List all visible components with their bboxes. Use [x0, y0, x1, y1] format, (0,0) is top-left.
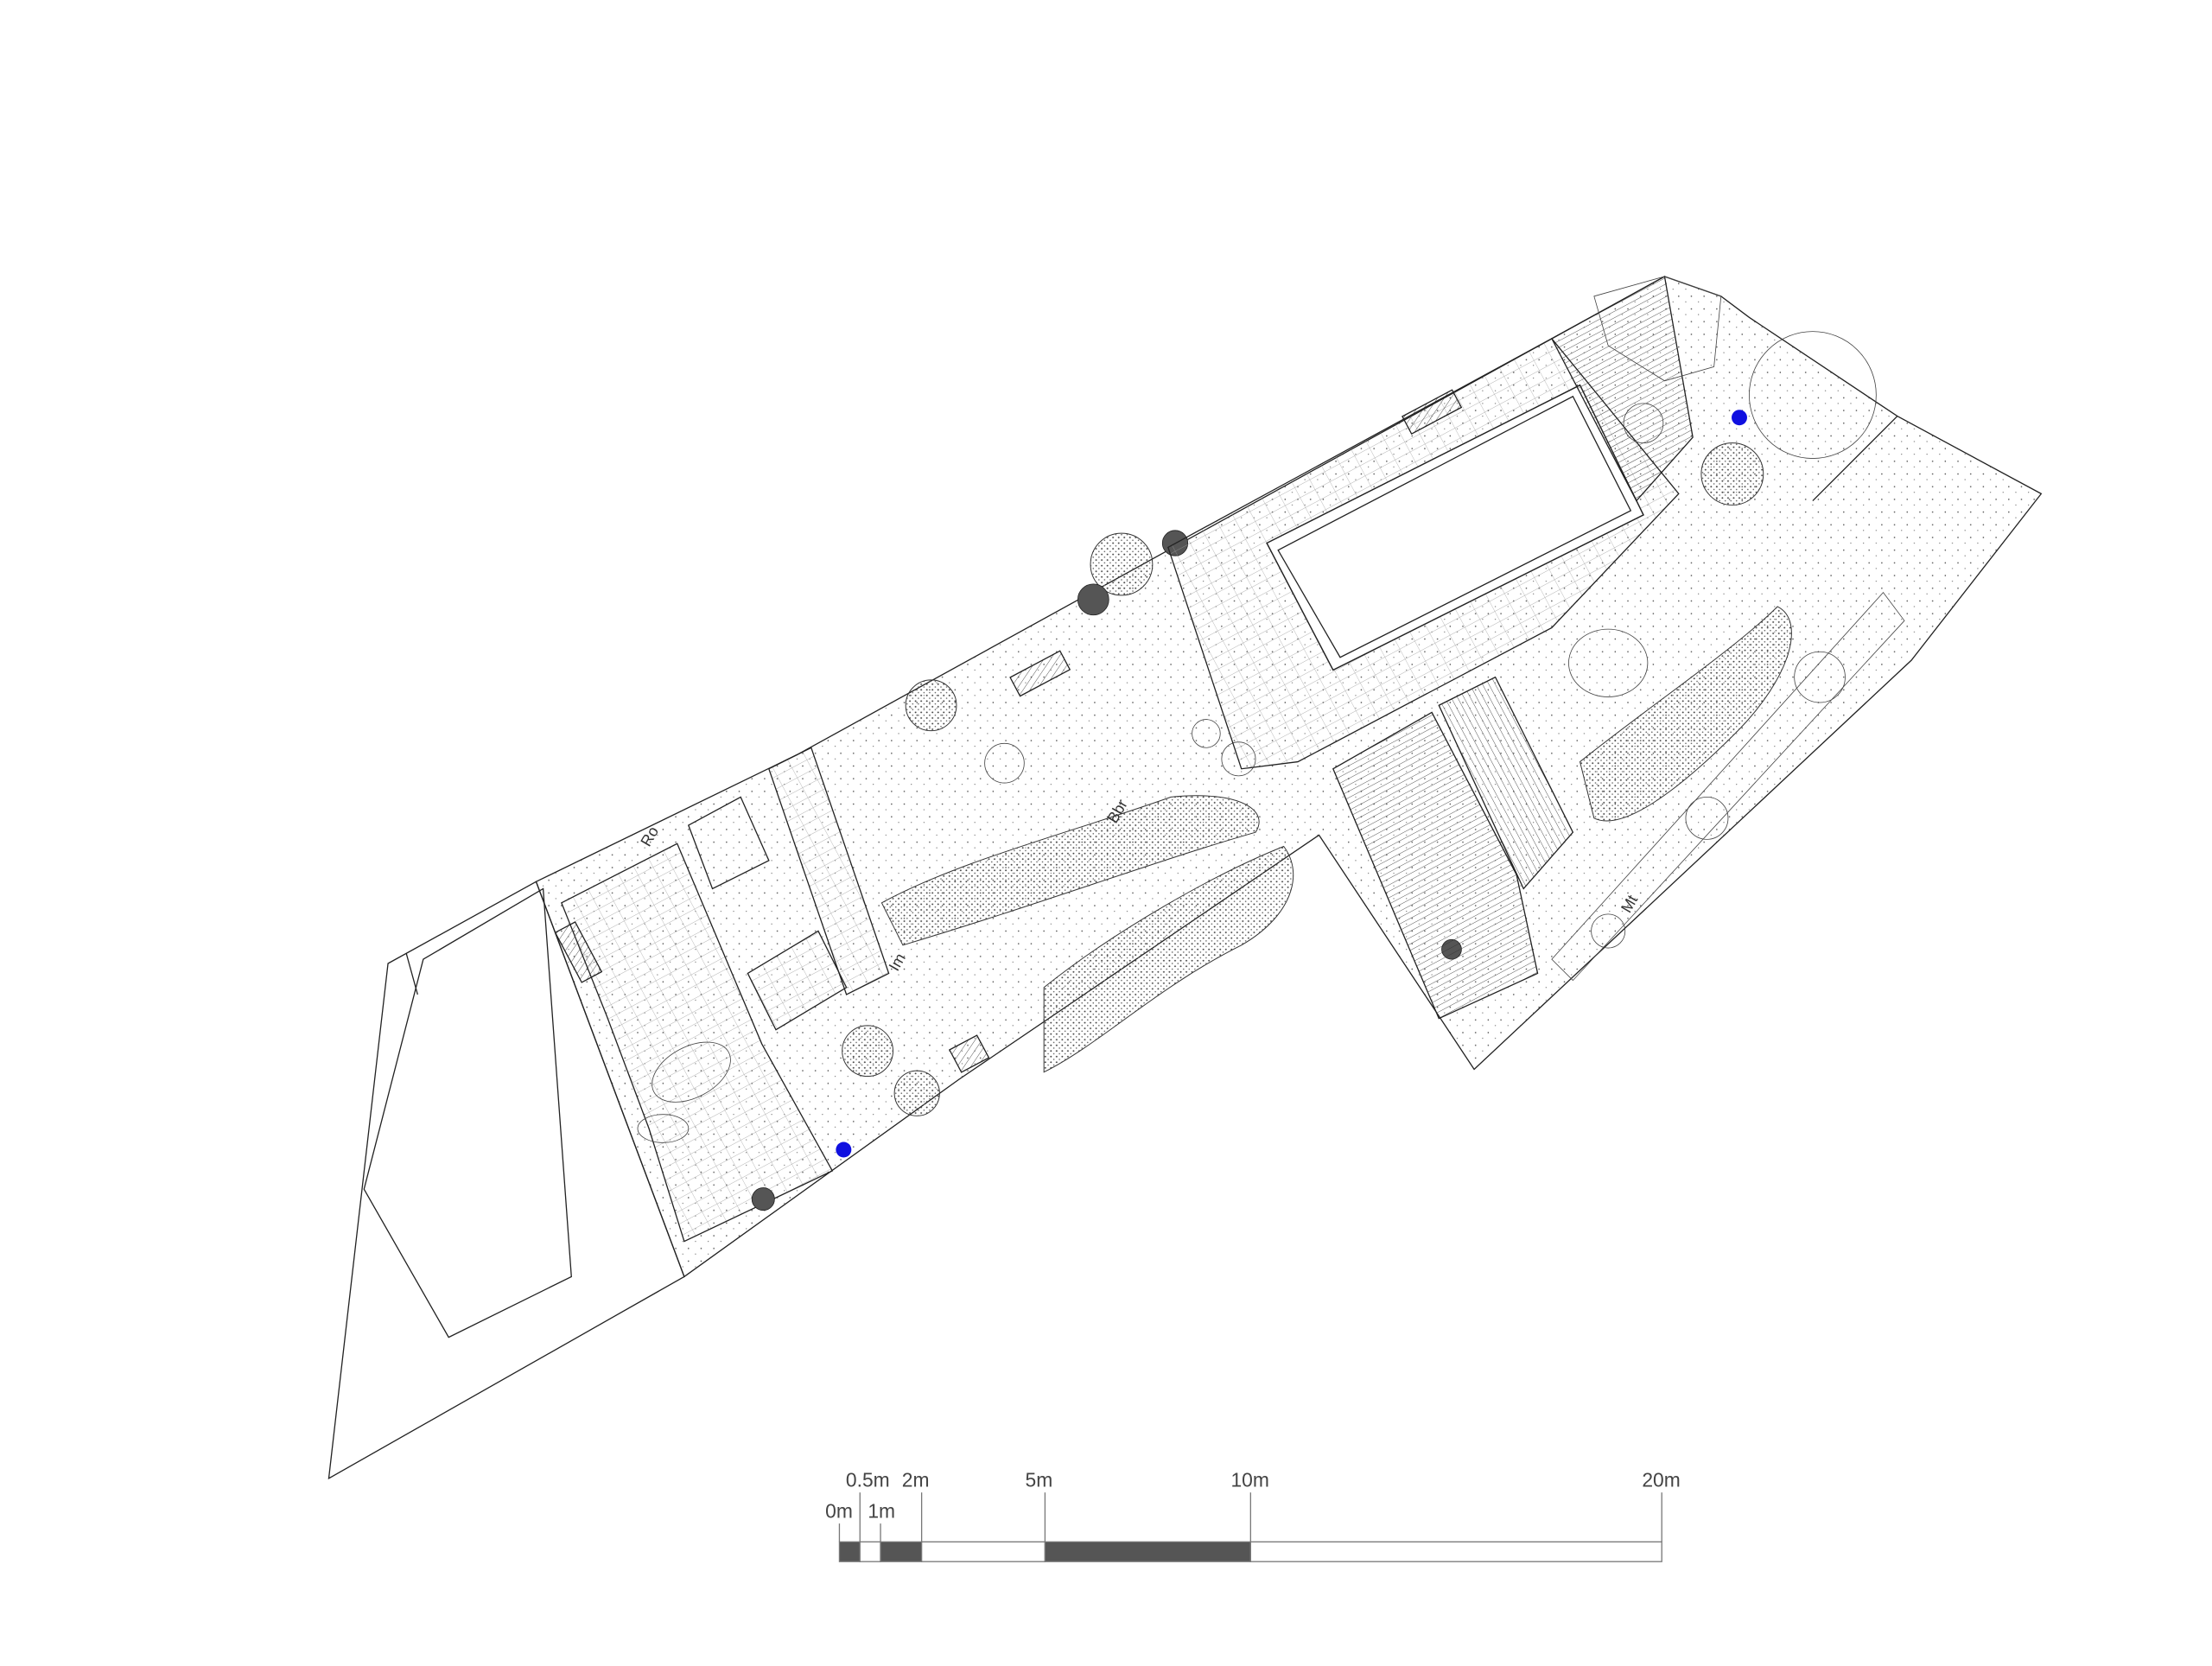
marker-dot-north: [1732, 410, 1747, 426]
scale-tick-label: 20m: [1642, 1469, 1680, 1491]
scale-bar: 0m 0.5m 1m 2m 5m 10m 20m: [825, 1469, 1681, 1562]
scale-segment: [859, 1541, 881, 1562]
decks: [1332, 628, 1649, 1020]
scale-segment: [880, 1541, 923, 1562]
east-border: [1551, 416, 1905, 982]
marker-dot-south: [836, 1141, 852, 1158]
scale-tick-label: 5m: [1026, 1469, 1053, 1491]
scale-segment: [1044, 1541, 1251, 1562]
scale-tick-label: 2m: [902, 1469, 930, 1491]
scale-tick-label: 0m: [825, 1500, 853, 1523]
pool-area: [1167, 275, 1877, 770]
scale-tick-label: 0.5m: [846, 1469, 890, 1491]
scale-segment: [838, 1541, 861, 1562]
west-terrace: [554, 747, 890, 1243]
scale-segment: [1249, 1541, 1662, 1562]
scale-tick-label: 1m: [868, 1500, 895, 1523]
garden-beds: [751, 530, 1462, 1211]
pool: [1266, 384, 1644, 671]
scale-tick-label: 10m: [1230, 1469, 1268, 1491]
scale-segment: [920, 1541, 1046, 1562]
